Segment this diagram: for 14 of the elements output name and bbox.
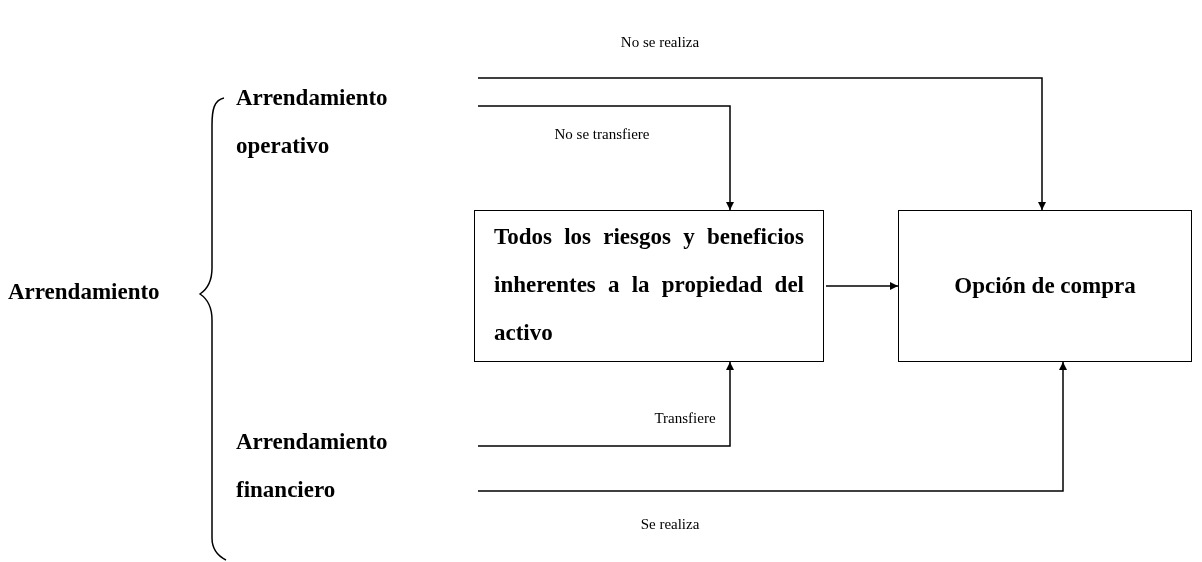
arrow	[825, 282, 899, 290]
edge-label: No se realiza	[620, 34, 700, 51]
edge-label: No se transfiere	[554, 126, 650, 143]
process-box: Opción de compra	[898, 210, 1192, 362]
edge-label: Se realiza	[640, 516, 700, 533]
label-text: Arrendamiento financiero	[236, 418, 478, 518]
label-text: Arrendamiento operativo	[236, 50, 478, 185]
arrow	[477, 361, 1067, 492]
process-box: Todos los riesgos y beneficios inherentes a la propiedad del activo	[474, 210, 824, 362]
label-text: Arrendamiento	[8, 268, 208, 318]
edge-label: Transfiere	[654, 410, 716, 427]
arrow	[477, 361, 734, 447]
arrow	[477, 105, 734, 211]
arrow	[477, 77, 1046, 211]
